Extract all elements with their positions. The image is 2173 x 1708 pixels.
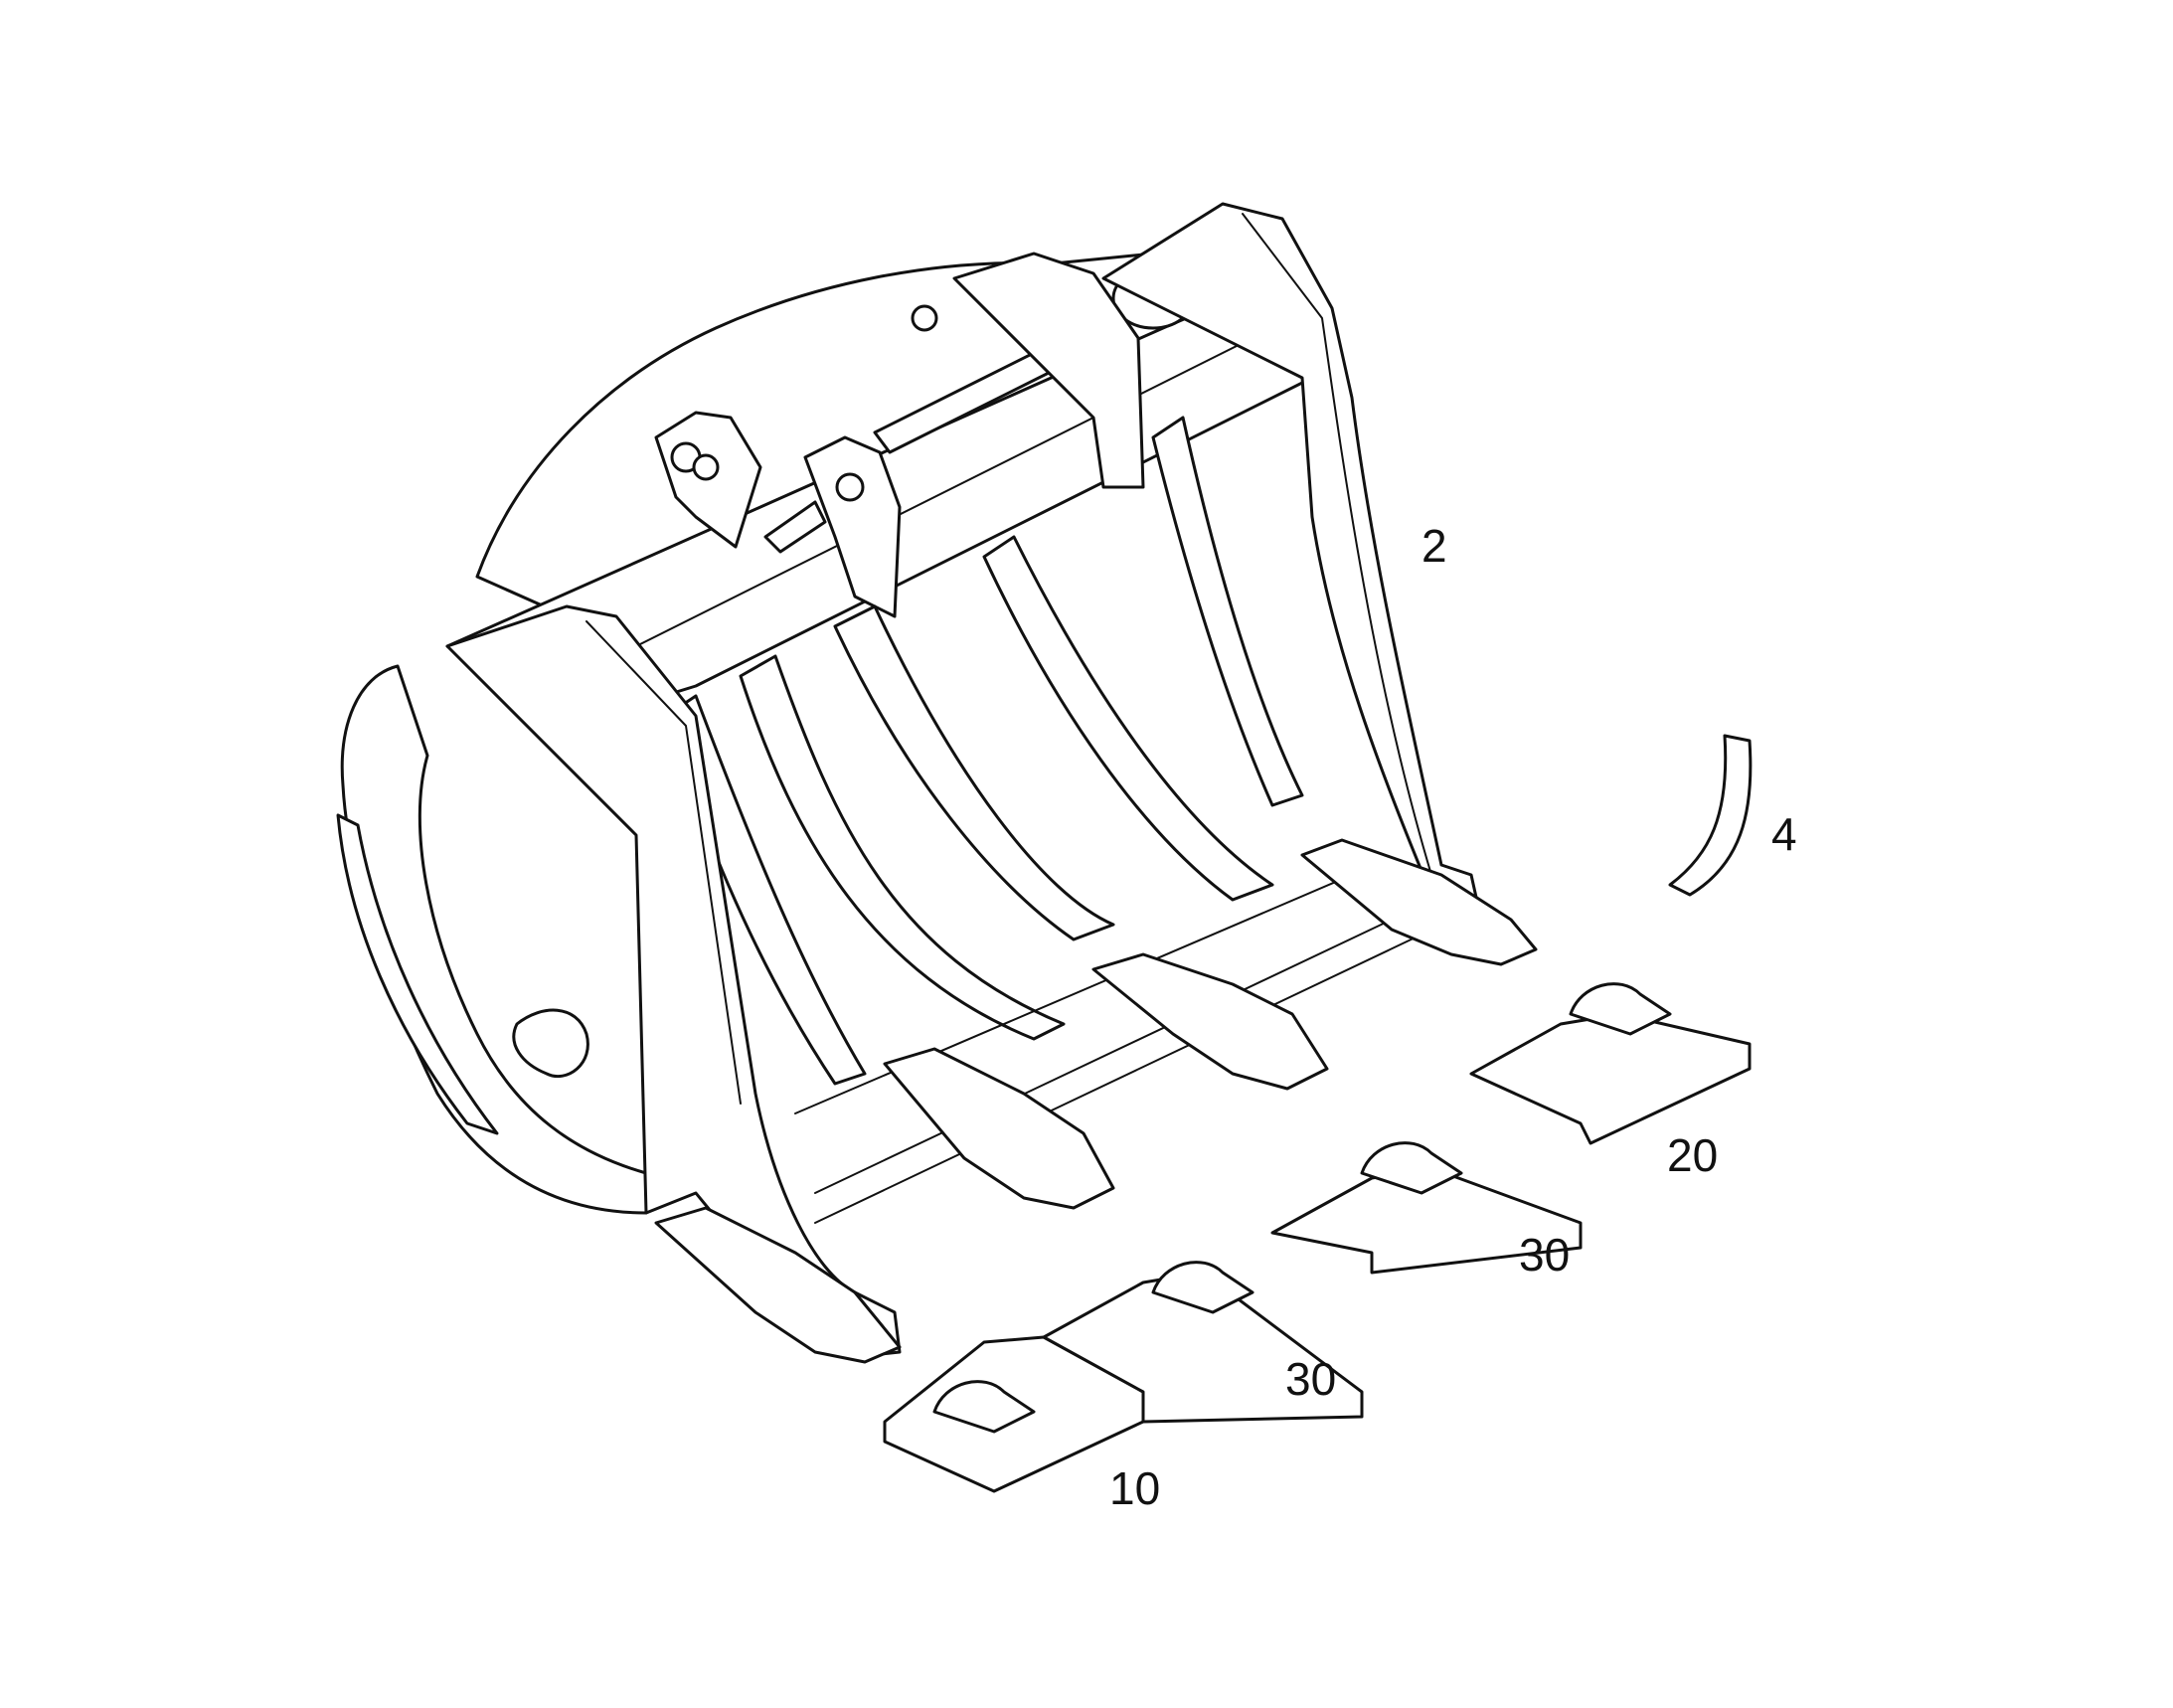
tooth-3 — [883, 1047, 1115, 1210]
callout-edge-segment-corner: 20 — [1667, 1129, 1718, 1181]
bucket-right-side-plate — [1101, 202, 1483, 927]
callout-edge-segment-end: 10 — [1109, 1462, 1160, 1514]
tine-5 — [1151, 416, 1304, 807]
bucket-left-side-shell — [340, 664, 648, 1215]
tooth-1 — [654, 1206, 902, 1364]
tine-4 — [982, 535, 1274, 902]
tooth-4 — [1091, 952, 1329, 1091]
edge-segment-30a — [1042, 1271, 1364, 1424]
upper-pivot-bracket — [952, 252, 1145, 489]
callout-bucket: 2 — [1421, 520, 1447, 572]
mounting-hole — [512, 1008, 589, 1079]
cutting-edge-segments — [883, 982, 1752, 1493]
tooth-5 — [1300, 838, 1538, 966]
attachment-lug-right — [803, 435, 902, 618]
callout-edge-segment-middle-a: 30 — [1285, 1353, 1336, 1405]
tine-2 — [739, 654, 1066, 1041]
bucket-left-side-plate — [445, 604, 902, 1359]
side-cutter-part — [1668, 734, 1753, 897]
callout-side-cutter: 4 — [1771, 808, 1797, 860]
edge-segment-20 — [1469, 1012, 1752, 1145]
callout-edge-segment-middle-b: 30 — [1519, 1229, 1570, 1281]
grapple-bucket — [336, 202, 1538, 1364]
tine-3 — [833, 604, 1115, 941]
